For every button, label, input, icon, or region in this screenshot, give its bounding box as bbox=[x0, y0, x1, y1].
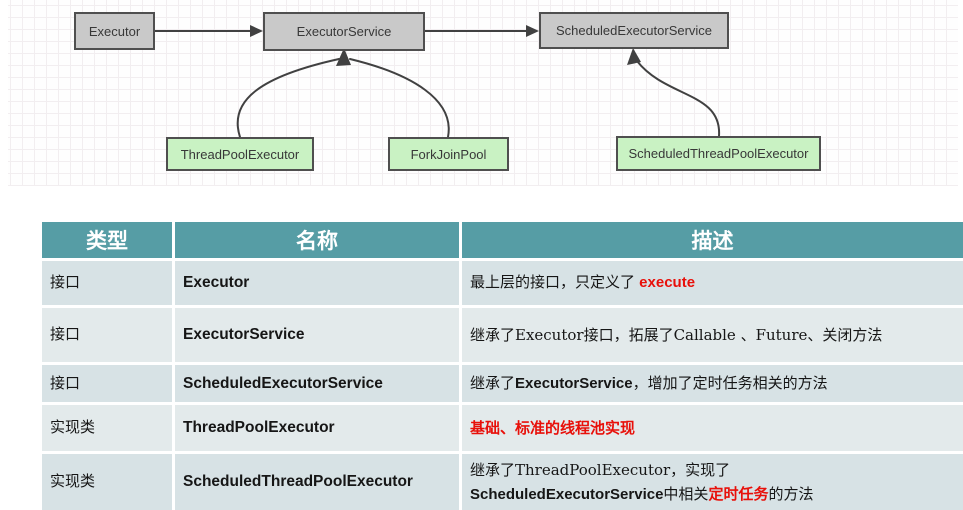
table-row: 实现类 ScheduledThreadPoolExecutor 继承了Threa… bbox=[42, 451, 963, 510]
desc-classname: ScheduledExecutorService bbox=[470, 485, 664, 503]
cell-desc: 继承了ThreadPoolExecutor，实现了 ScheduledExecu… bbox=[462, 451, 963, 510]
diagram-node-fork-join-pool: ForkJoinPool bbox=[388, 137, 509, 171]
table-row: 接口 Executor 最上层的接口，只定义了 execute bbox=[42, 258, 963, 305]
table-row: 接口 ScheduledExecutorService 继承了ExecutorS… bbox=[42, 362, 963, 402]
cell-type: 接口 bbox=[42, 305, 175, 362]
diagram-node-scheduled-executor-service: ScheduledExecutorService bbox=[539, 12, 729, 49]
cell-type: 接口 bbox=[42, 258, 175, 305]
header-name: 名称 bbox=[175, 222, 462, 258]
desc-highlight: 定时任务 bbox=[708, 485, 769, 503]
arrowhead-up-merge bbox=[336, 48, 351, 66]
desc-classname: ExecutorService bbox=[515, 375, 633, 392]
cell-type: 接口 bbox=[42, 362, 175, 402]
cell-name: ScheduledThreadPoolExecutor bbox=[175, 451, 462, 510]
arrowhead-right-2 bbox=[526, 25, 539, 37]
executor-comparison-table: 类型 名称 描述 接口 Executor 最上层的接口，只定义了 execute… bbox=[42, 222, 963, 510]
desc-text: 最上层的接口，只定义了 bbox=[470, 274, 640, 291]
cell-desc: 最上层的接口，只定义了 execute bbox=[462, 258, 963, 305]
cell-desc: 继承了ExecutorService，增加了定时任务相关的方法 bbox=[462, 362, 963, 402]
desc-text: 中相关 bbox=[663, 485, 709, 503]
cell-desc: 继承了Executor接口，拓展了Callable 、Future、关闭方法 bbox=[462, 305, 963, 362]
table-header-row: 类型 名称 描述 bbox=[42, 222, 963, 258]
table-row: 实现类 ThreadPoolExecutor 基础、标准的线程池实现 bbox=[42, 402, 963, 451]
desc-text: 的方法 bbox=[768, 485, 814, 503]
diagram-node-executor-service: ExecutorService bbox=[263, 12, 425, 51]
diagram-arrows bbox=[154, 25, 721, 138]
cell-name: ScheduledExecutorService bbox=[175, 362, 462, 402]
header-type: 类型 bbox=[42, 222, 175, 258]
diagram-node-executor: Executor bbox=[74, 12, 155, 50]
cell-desc: 基础、标准的线程池实现 bbox=[462, 402, 963, 451]
executor-class-diagram: Executor ExecutorService ScheduledExecut… bbox=[8, 0, 958, 186]
table-row: 接口 ExecutorService 继承了Executor接口，拓展了Call… bbox=[42, 305, 963, 362]
cell-type: 实现类 bbox=[42, 402, 175, 451]
cell-name: Executor bbox=[175, 258, 462, 305]
diagram-node-thread-pool-executor: ThreadPoolExecutor bbox=[166, 137, 314, 171]
cell-name: ExecutorService bbox=[175, 305, 462, 362]
desc-highlight: execute bbox=[639, 274, 696, 291]
arrowhead-up-scheduled bbox=[627, 48, 641, 65]
cell-type: 实现类 bbox=[42, 451, 175, 510]
desc-text: 继承了Executor接口，拓展了Callable 、Future、关闭方法 bbox=[470, 325, 883, 344]
arrowhead-right-1 bbox=[250, 25, 263, 37]
header-desc: 描述 bbox=[462, 222, 963, 258]
desc-text: 继承了 bbox=[470, 374, 516, 392]
desc-text: 继承了ThreadPoolExecutor，实现了 bbox=[470, 460, 731, 479]
desc-highlight: 基础、标准的线程池实现 bbox=[470, 418, 636, 437]
diagram-node-scheduled-thread-pool-executor: ScheduledThreadPoolExecutor bbox=[616, 136, 821, 171]
desc-text: ，增加了定时任务相关的方法 bbox=[632, 374, 828, 392]
cell-name: ThreadPoolExecutor bbox=[175, 402, 462, 451]
